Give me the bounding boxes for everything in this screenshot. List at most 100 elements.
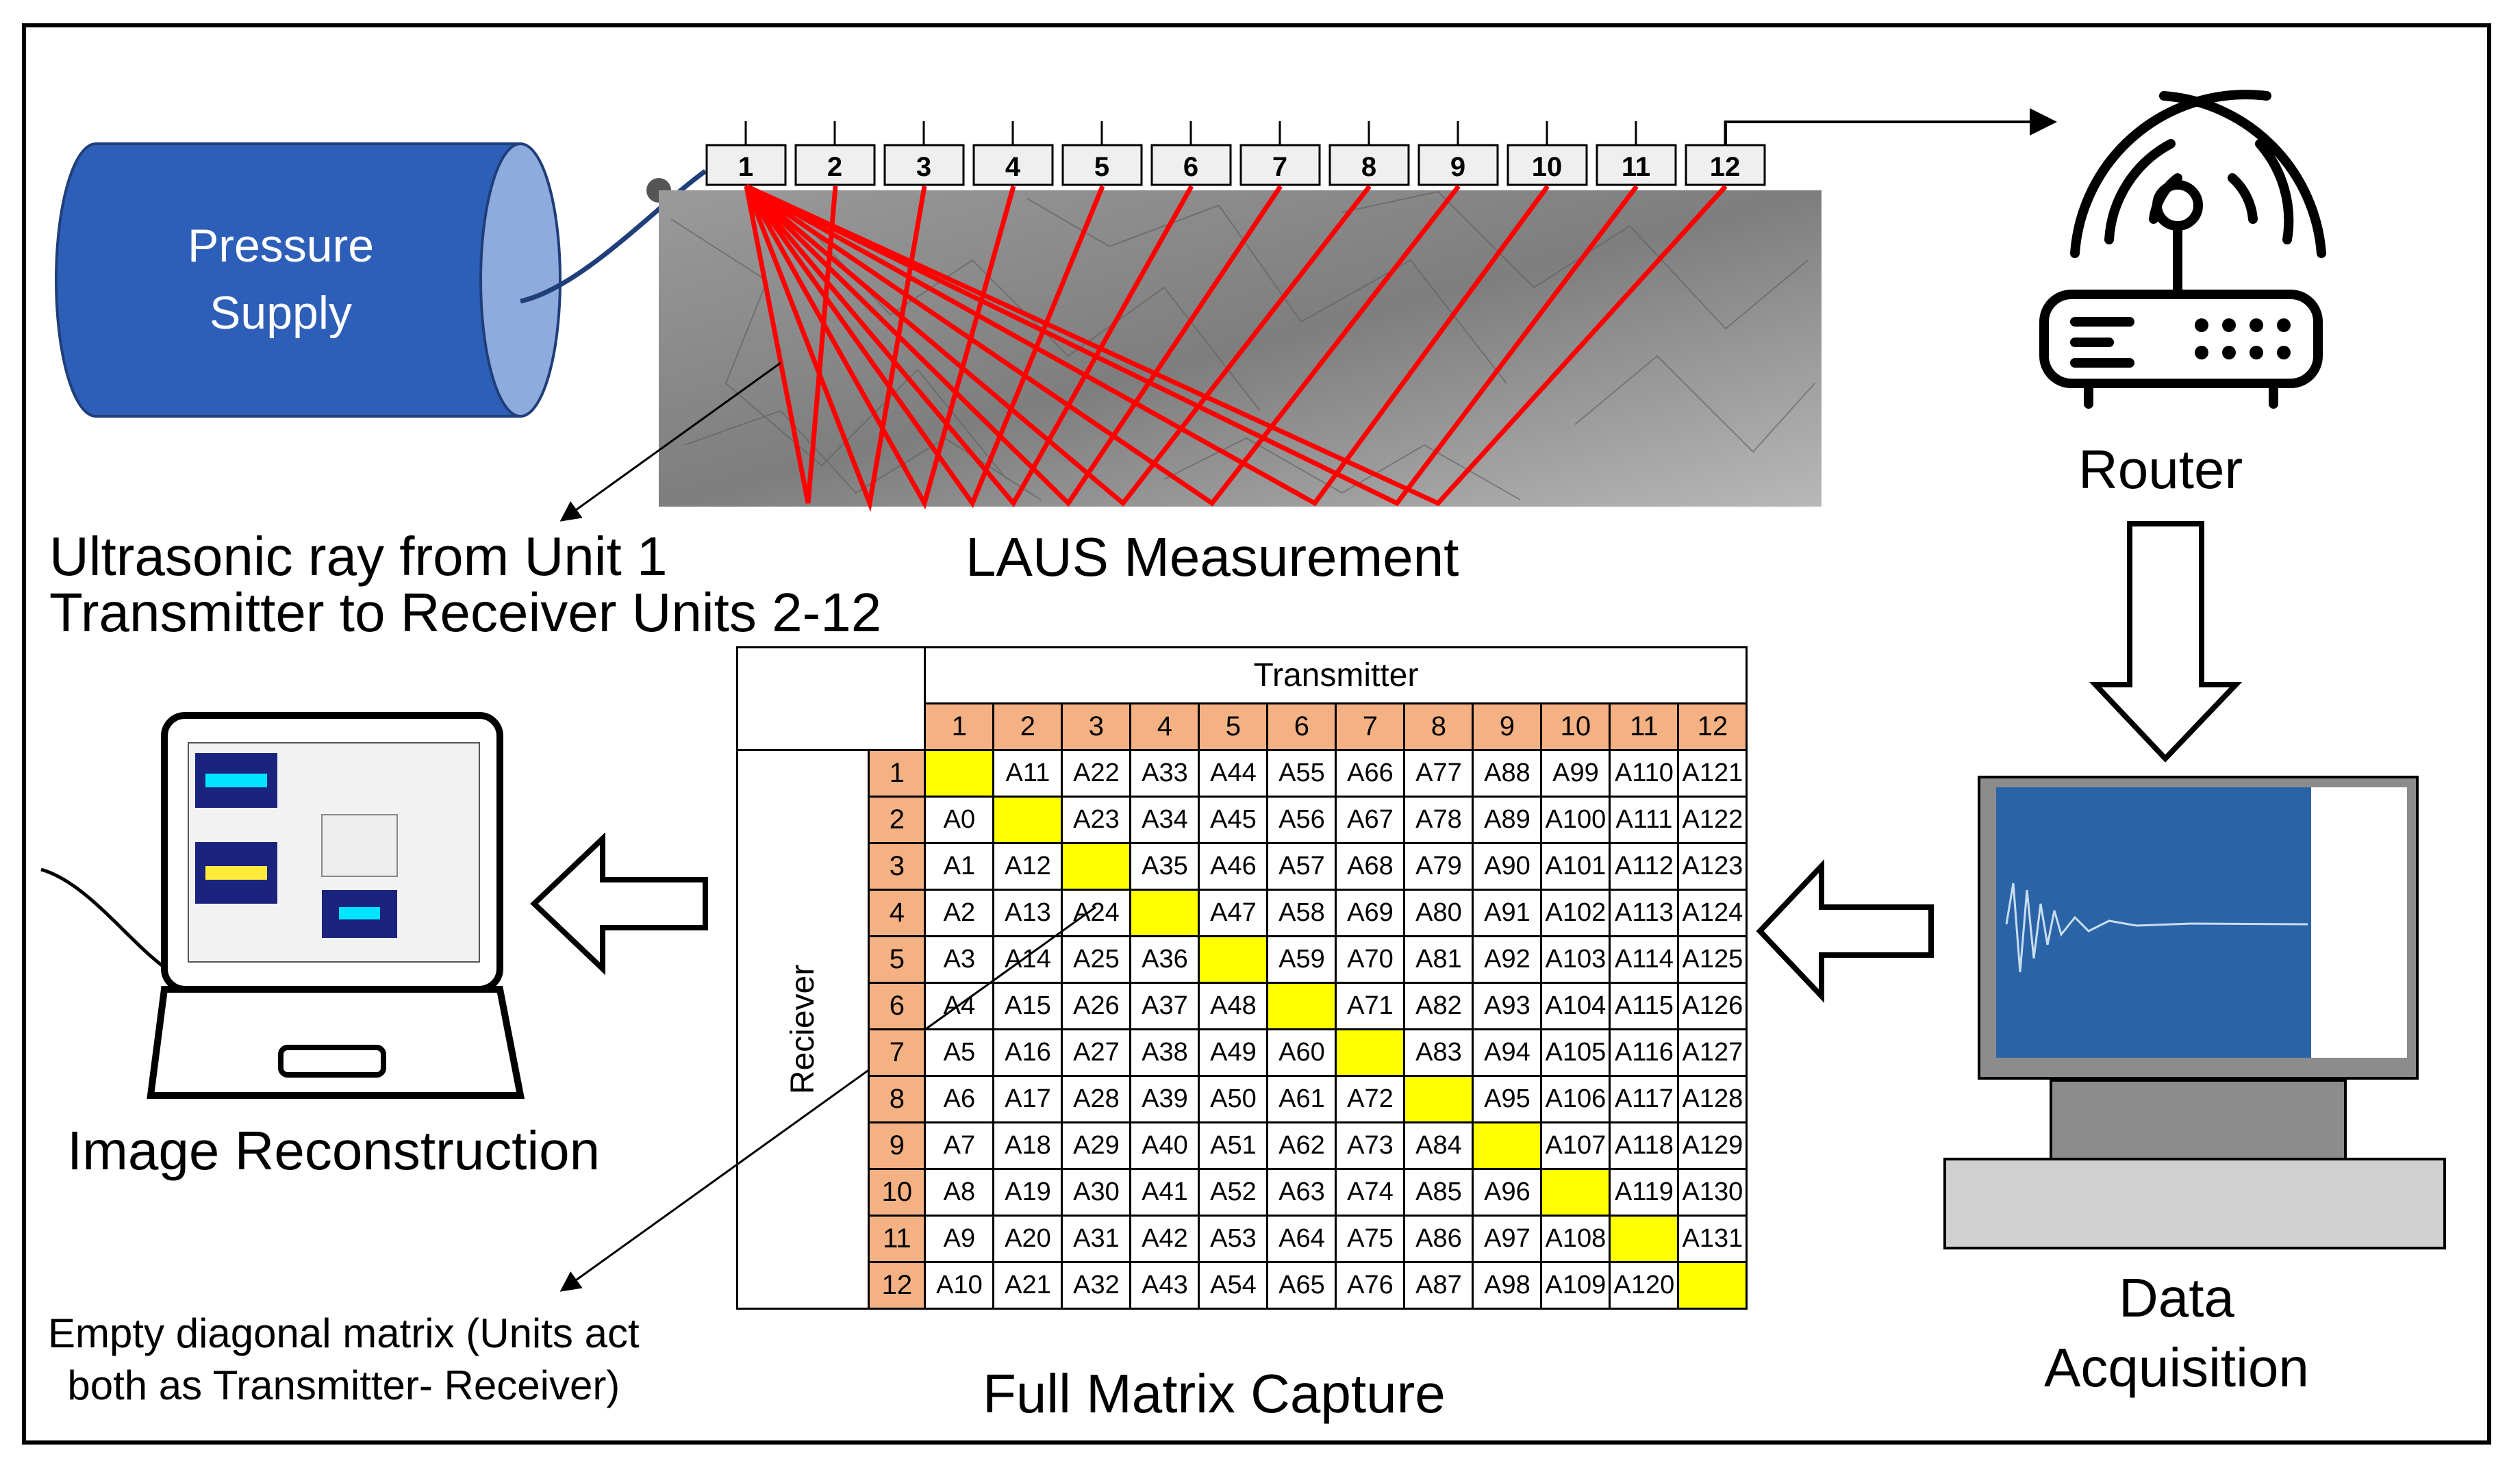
diagonal-cell [1335, 1028, 1406, 1077]
diagonal-cell [1540, 1168, 1611, 1217]
matrix-cell: A75 [1335, 1215, 1406, 1263]
matrix-cell: A87 [1403, 1261, 1474, 1310]
pressure-supply-cylinder: Pressure Supply [55, 142, 562, 418]
pressure-label-line2: Supply [210, 287, 352, 339]
pressure-hose [520, 169, 707, 304]
col-header: 6 [1266, 702, 1337, 751]
matrix-cell: A32 [1061, 1261, 1132, 1310]
receiver-title: Reciever [735, 749, 870, 1310]
matrix-cell: A108 [1540, 1215, 1611, 1263]
matrix-cell: A2 [924, 889, 995, 937]
matrix-cell: A43 [1129, 1261, 1200, 1310]
row-header: 7 [868, 1028, 927, 1077]
matrix-cell: A83 [1403, 1028, 1474, 1077]
transducer-unit: 3 [883, 121, 965, 186]
figure-frame [22, 23, 2491, 1445]
matrix-cell: A130 [1677, 1168, 1748, 1217]
ray [745, 183, 1550, 507]
matrix-cell: A72 [1335, 1075, 1406, 1123]
matrix-cell: A64 [1266, 1215, 1337, 1263]
matrix-cell: A1 [924, 842, 995, 891]
matrix-cell: A19 [992, 1168, 1063, 1217]
matrix-cell: A80 [1403, 889, 1474, 937]
col-header: 2 [992, 702, 1063, 751]
receiver-title-text: Reciever [785, 964, 822, 1095]
matrix-cell: A76 [1335, 1261, 1406, 1310]
unit-label: 11 [1622, 152, 1650, 182]
matrix-cell: A48 [1198, 982, 1269, 1030]
diagonal-cell [1403, 1075, 1474, 1123]
matrix-cell: A97 [1472, 1215, 1543, 1263]
row-header: 6 [868, 982, 927, 1030]
ultrasonic-rays [744, 183, 1728, 513]
matrix-cell: A14 [992, 935, 1063, 984]
matrix-cell: A20 [992, 1215, 1063, 1263]
matrix-cell: A102 [1540, 889, 1611, 937]
ray [744, 184, 1105, 509]
matrix-cell: A4 [924, 982, 995, 1030]
matrix-cell: A61 [1266, 1075, 1337, 1123]
row-header: 5 [868, 935, 927, 984]
matrix-cell: A41 [1129, 1168, 1200, 1217]
col-header: 4 [1129, 702, 1200, 751]
matrix-corner [735, 646, 927, 751]
matrix-cell: A56 [1266, 796, 1337, 844]
diagonal-cell [1061, 842, 1132, 891]
matrix-cell: A11 [992, 749, 1063, 798]
matrix-cell: A123 [1677, 842, 1748, 891]
matrix-cell: A99 [1540, 749, 1611, 798]
matrix-cell: A116 [1609, 1028, 1680, 1077]
matrix-cell: A8 [924, 1168, 995, 1217]
unit-label: 1 [738, 152, 753, 182]
matrix-cell: A103 [1540, 935, 1611, 984]
matrix-cell: A3 [924, 935, 995, 984]
col-header: 10 [1540, 702, 1611, 751]
matrix-cell: A15 [992, 982, 1063, 1030]
unit12-to-router-arrow [1724, 108, 2057, 145]
matrix-cell: A62 [1266, 1121, 1337, 1170]
daq-label: Data Acquisition [2044, 1263, 2309, 1403]
unit-label: 12 [1710, 152, 1741, 182]
diagonal-cell [1677, 1261, 1748, 1310]
matrix-cell: A63 [1266, 1168, 1337, 1217]
row-header: 11 [868, 1215, 927, 1263]
matrix-cell: A81 [1403, 935, 1474, 984]
transducer-unit: 8 [1328, 121, 1410, 186]
matrix-cell: A10 [924, 1261, 995, 1310]
matrix-cell: A69 [1335, 889, 1406, 937]
matrix-cell: A111 [1609, 796, 1680, 844]
unit-label: 7 [1272, 152, 1287, 182]
matrix-cell: A127 [1677, 1028, 1748, 1077]
matrix-cell: A60 [1266, 1028, 1337, 1077]
daq-monitor [1943, 776, 2446, 1249]
matrix-cell: A90 [1472, 842, 1543, 891]
matrix-cell: A49 [1198, 1028, 1269, 1077]
ray [745, 183, 1728, 507]
matrix-cell: A106 [1540, 1075, 1611, 1123]
row-header: 9 [868, 1121, 927, 1170]
matrix-cell: A77 [1403, 749, 1474, 798]
laptop-icon [40, 712, 525, 1099]
transducer-unit: 11 [1596, 121, 1677, 186]
transducer-unit: 2 [794, 121, 876, 186]
ray-note-line1: Ultrasonic ray from Unit 1 [49, 526, 668, 587]
matrix-cell: A122 [1677, 796, 1748, 844]
down-arrow [2089, 521, 2243, 763]
left-arrow-daq [1756, 859, 1934, 1004]
ray [744, 184, 1283, 507]
row-header: 10 [868, 1168, 927, 1217]
matrix-cell: A70 [1335, 935, 1406, 984]
matrix-cell: A78 [1403, 796, 1474, 844]
matrix-cell: A118 [1609, 1121, 1680, 1170]
col-header: 5 [1198, 702, 1269, 751]
matrix-cell: A85 [1403, 1168, 1474, 1217]
matrix-cell: A91 [1472, 889, 1543, 937]
matrix-cell: A42 [1129, 1215, 1200, 1263]
diagonal-cell [1609, 1215, 1680, 1263]
matrix-cell: A104 [1540, 982, 1611, 1030]
matrix-cell: A68 [1335, 842, 1406, 891]
